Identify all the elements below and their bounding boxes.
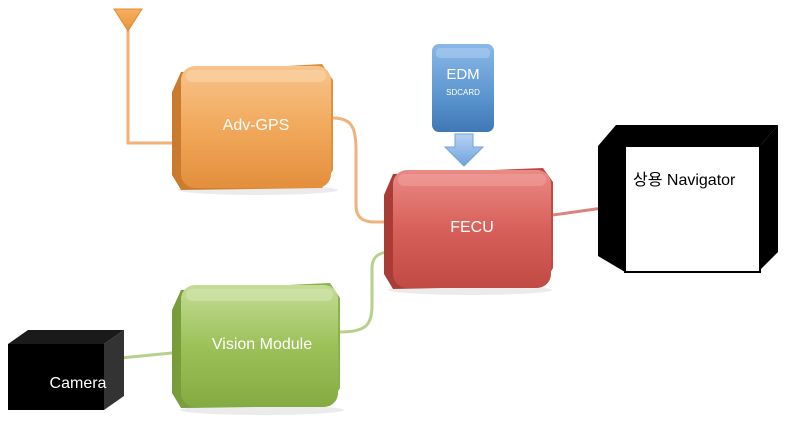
- fecu-box: FECU: [384, 168, 553, 295]
- connection-lines: [119, 28, 618, 360]
- antenna-icon: [113, 8, 143, 32]
- vision-module-label: Vision Module: [212, 336, 312, 353]
- adv-gps-label: Adv-GPS: [223, 117, 290, 134]
- edm-box: EDM SDCARD: [432, 44, 494, 132]
- camera-box: Camera: [8, 330, 124, 410]
- antenna-to-gps-link: [126, 28, 183, 145]
- fecu-label: FECU: [450, 219, 494, 236]
- camera-to-vision-link: [119, 350, 183, 360]
- vision-module-box: Vision Module: [172, 283, 344, 415]
- vision-to-fecu-link: [339, 250, 400, 334]
- camera-label: Camera: [50, 375, 107, 392]
- navigator-label: 상용 Navigator: [633, 171, 736, 189]
- edm-sublabel: SDCARD: [446, 88, 480, 97]
- edm-label: EDM: [446, 66, 479, 83]
- adv-gps-box: Adv-GPS: [172, 64, 338, 195]
- navigator-box: 상용 Navigator: [598, 125, 778, 273]
- gps-to-fecu-link: [332, 116, 398, 224]
- down-arrow-icon: [443, 133, 485, 167]
